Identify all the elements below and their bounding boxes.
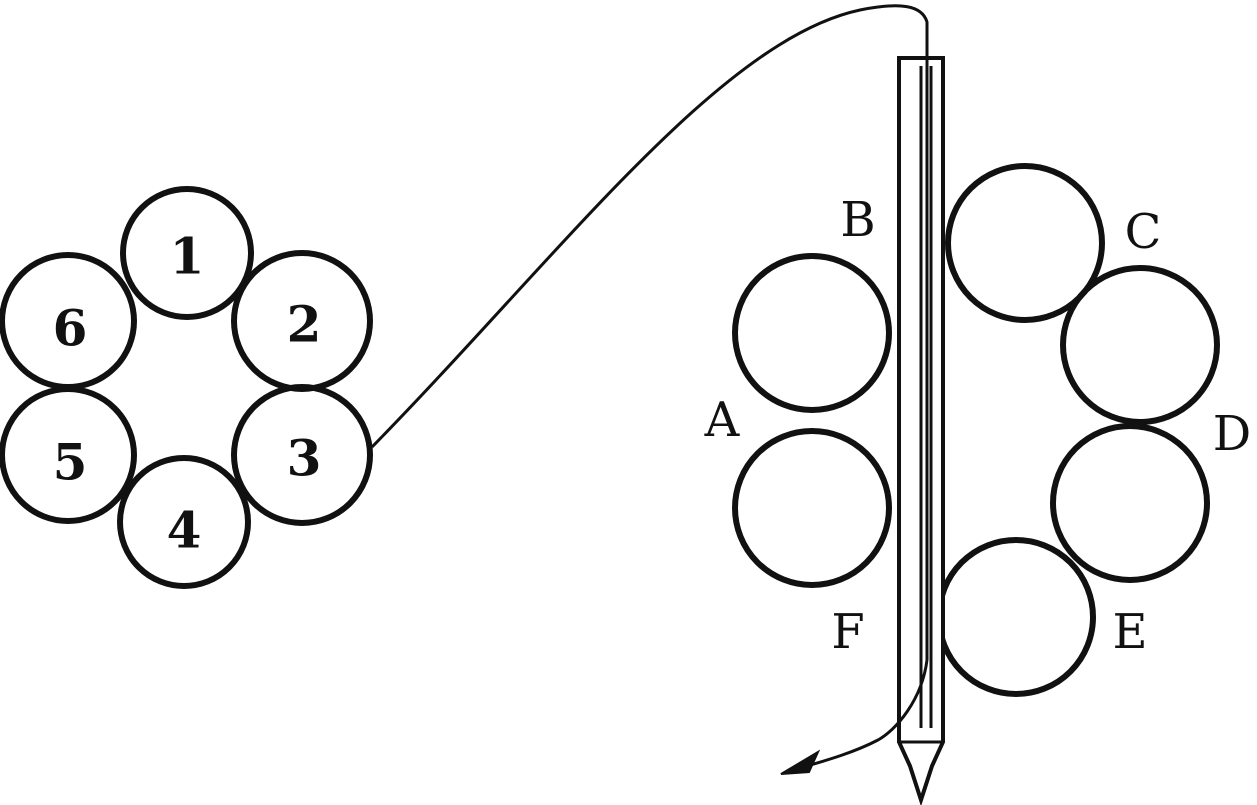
ring-a (732, 428, 892, 588)
right-ring-cluster: B C A D F E (704, 163, 1251, 697)
label-d: D (1213, 406, 1251, 462)
ring-5-label: 5 (53, 433, 88, 492)
ring-b (732, 253, 892, 413)
needle (897, 56, 945, 805)
ring-1 (120, 186, 254, 320)
ring-6 (0, 252, 137, 390)
ring-4-label: 4 (167, 501, 202, 560)
thread (370, 4, 929, 775)
label-c: C (1125, 204, 1162, 260)
ring-c (945, 163, 1105, 323)
ring-6-label: 6 (53, 299, 88, 358)
label-a: A (704, 392, 741, 448)
ring-e (936, 537, 1096, 697)
thread-path (370, 4, 929, 449)
label-e: E (1112, 604, 1147, 660)
ring-3-label: 3 (287, 429, 322, 488)
ring-d-lower (1050, 423, 1210, 583)
ring-2-label: 2 (287, 295, 322, 354)
arrowhead-icon (780, 749, 821, 775)
ring-4 (117, 455, 251, 589)
label-b: B (840, 192, 875, 248)
label-f: F (831, 604, 864, 660)
ring-3 (231, 384, 373, 526)
thread-exit-curve (799, 659, 929, 770)
ring-1-label: 1 (170, 227, 205, 286)
ring-d-upper (1060, 265, 1220, 425)
left-ring-cluster: 1 2 3 4 5 6 (0, 186, 373, 589)
